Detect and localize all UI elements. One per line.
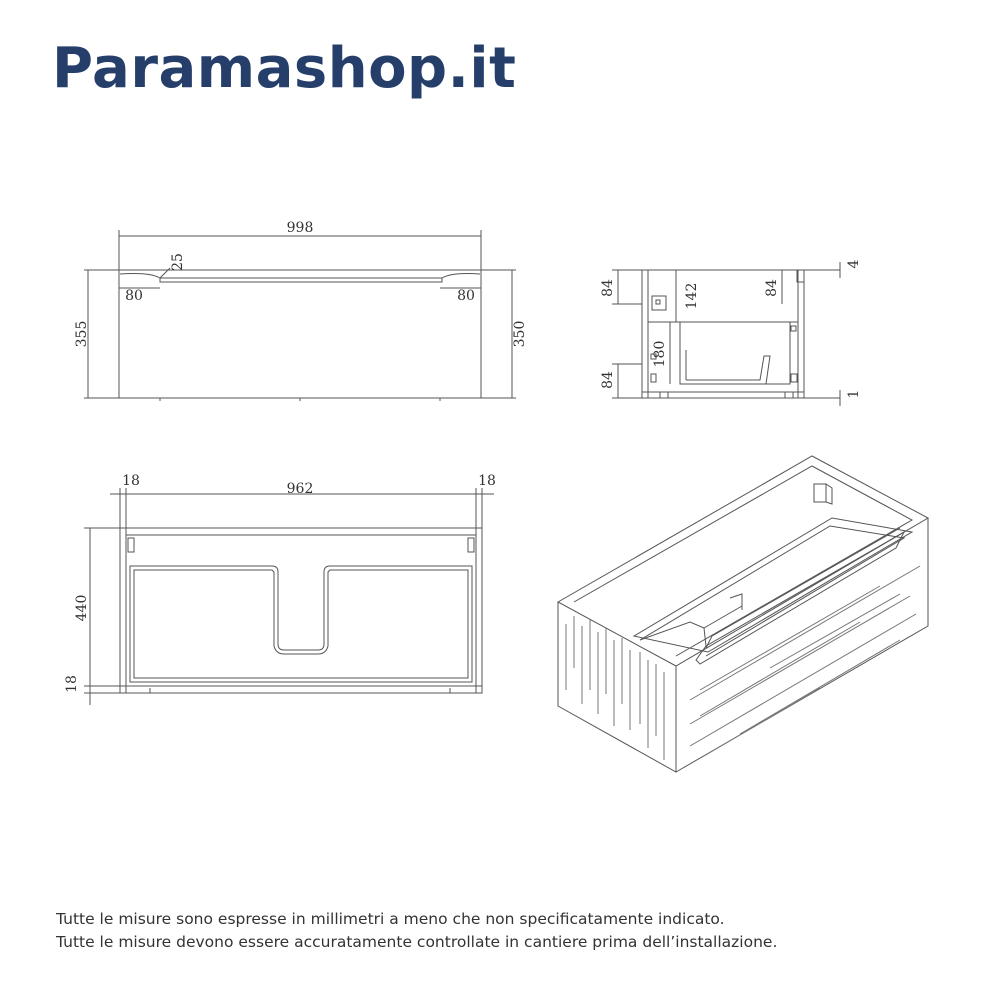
front-handle-right-label: 80 bbox=[457, 288, 475, 304]
isometric-view bbox=[556, 455, 930, 773]
front-panel bbox=[118, 269, 482, 399]
side-bottom-left-label: 84 bbox=[600, 371, 616, 389]
side-top-mid-label: 142 bbox=[684, 283, 700, 310]
top-view bbox=[84, 488, 494, 705]
side-top-gap-label: 4 bbox=[846, 259, 862, 268]
note-line: Tutte le misure sono espresse in millime… bbox=[56, 910, 725, 928]
top-base-label: 18 bbox=[64, 675, 80, 693]
side-top-left-label: 84 bbox=[600, 279, 616, 297]
top-depth-label: 440 bbox=[74, 595, 90, 622]
top-inner-width-label: 962 bbox=[287, 481, 314, 497]
front-height-left-label: 355 bbox=[74, 321, 90, 348]
top-plan bbox=[119, 527, 483, 694]
front-view bbox=[84, 230, 516, 401]
front-handle-left-label: 80 bbox=[125, 288, 143, 304]
front-top-gap-label: 25 bbox=[170, 253, 186, 271]
side-bottom-gap-label: 1 bbox=[846, 390, 862, 399]
top-panel-right-label: 18 bbox=[478, 473, 496, 489]
side-section bbox=[641, 269, 805, 399]
notes: Tutte le misure sono espresse in millime… bbox=[56, 908, 777, 954]
note-line: Tutte le misure devono essere accuratame… bbox=[56, 933, 778, 951]
front-width-label: 998 bbox=[287, 220, 314, 236]
front-height-right-label: 350 bbox=[512, 321, 528, 348]
side-view bbox=[612, 262, 841, 406]
side-top-right-label: 84 bbox=[764, 279, 780, 297]
brand-logo: Paramashop.it bbox=[52, 36, 517, 101]
side-mid-label: 180 bbox=[652, 341, 668, 368]
top-panel-left-label: 18 bbox=[122, 473, 140, 489]
